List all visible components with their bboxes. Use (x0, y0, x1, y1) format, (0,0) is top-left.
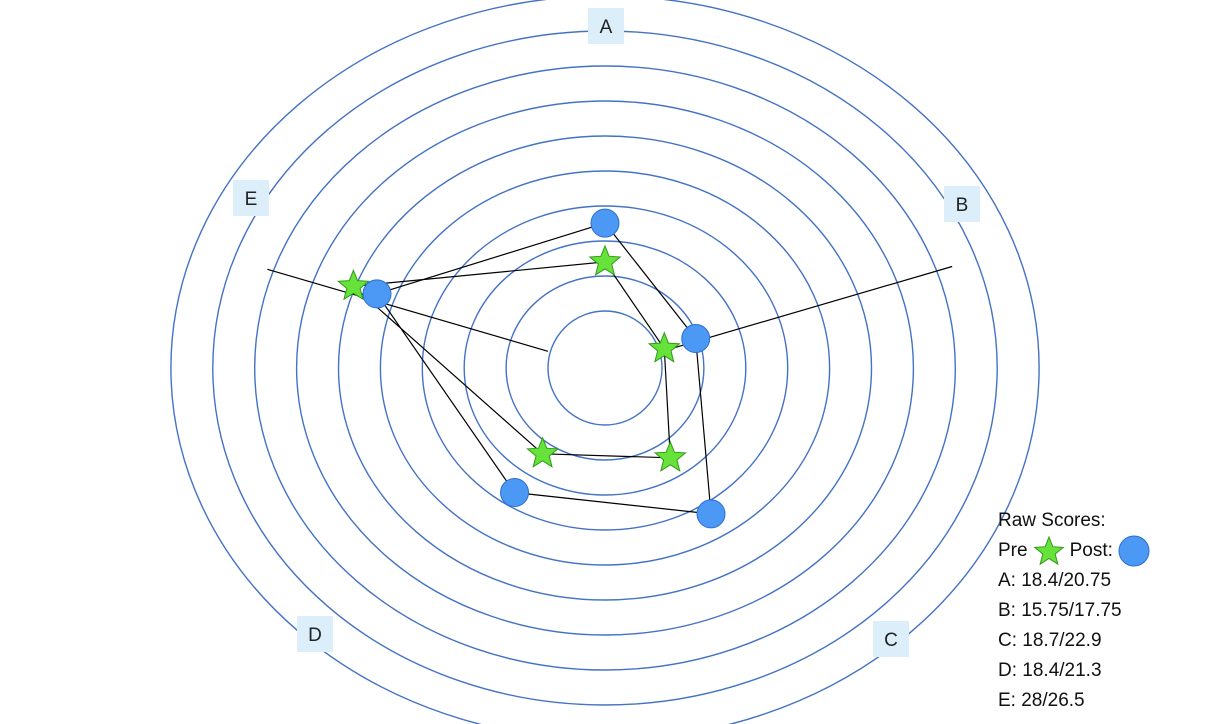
series-markers (336, 208, 726, 529)
ring (421, 205, 789, 531)
ring (170, 0, 1040, 724)
legend: Raw Scores: Pre Post: A: 18.4/20.75 B: 1… (998, 506, 1198, 716)
axis-spoke-e (267, 268, 549, 352)
pre-point-b (647, 331, 681, 363)
circle-icon (1118, 535, 1150, 567)
series-polygons (351, 222, 712, 515)
pre-point-d (526, 436, 560, 468)
post-point-c (696, 499, 726, 529)
post-point-d (500, 478, 530, 508)
axis-label-d: D (297, 616, 333, 652)
post-series-polygon (376, 222, 712, 515)
svg-text:B: B (956, 195, 969, 216)
axis-label-c: C (873, 621, 909, 657)
ring (254, 65, 956, 671)
pre-point-a (588, 244, 622, 276)
post-point-e (362, 279, 392, 309)
legend-score-b: B: 15.75/17.75 (998, 600, 1122, 621)
post-point-b (681, 324, 711, 354)
ring-grid (170, 0, 1040, 724)
ring (295, 100, 915, 636)
legend-markers: Pre Post: (998, 535, 1198, 567)
pre-point-c (653, 440, 687, 472)
ring (463, 240, 747, 496)
ring (212, 30, 998, 706)
axis-labels: A B C D E (233, 8, 980, 657)
legend-score-c: C: 18.7/22.9 (998, 630, 1102, 651)
legend-score-e: E: 28/26.5 (998, 690, 1085, 711)
legend-score-d: D: 18.4/21.3 (998, 660, 1102, 681)
legend-post-label: Post: (1069, 540, 1113, 561)
legend-title: Raw Scores: (998, 510, 1106, 531)
svg-text:C: C (884, 630, 898, 651)
ring (547, 310, 663, 426)
star-icon (1032, 536, 1065, 566)
ring (379, 170, 831, 566)
ring (337, 135, 873, 601)
axis-spokes (267, 265, 953, 353)
pre-point-e (336, 268, 370, 301)
svg-text:D: D (308, 625, 322, 646)
axis-label-a: A (588, 8, 624, 44)
svg-text:A: A (600, 17, 613, 38)
legend-pre-label: Pre (998, 540, 1028, 561)
axis-label-e: E (233, 180, 269, 216)
axis-label-b: B (944, 186, 980, 222)
post-point-a (590, 208, 620, 238)
legend-score-a: A: 18.4/20.75 (998, 570, 1112, 591)
ring (505, 275, 705, 461)
svg-text:E: E (245, 189, 258, 210)
pre-series-polygon (351, 261, 671, 459)
